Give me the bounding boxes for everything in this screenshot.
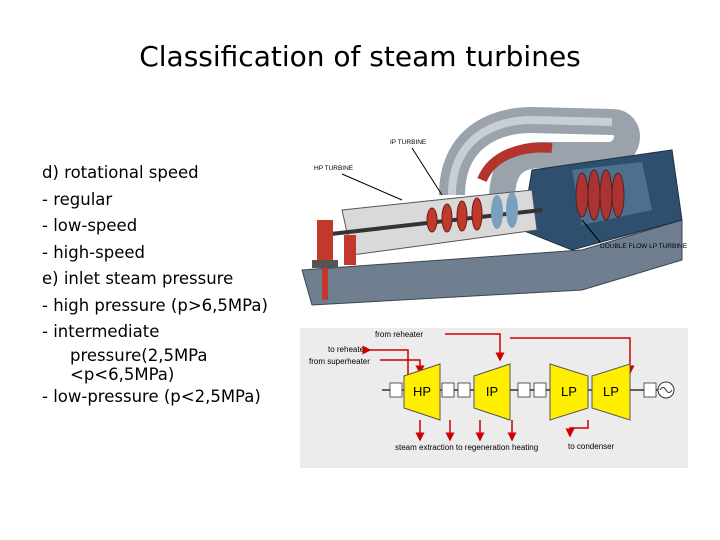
stage-label-lp: LP bbox=[561, 384, 577, 399]
bullet-list: d) rotational speed - regular - low-spee… bbox=[42, 160, 287, 410]
bullet-item: - high-speed bbox=[42, 242, 145, 262]
turbine-cutaway-image: IP TURBINE HP TURBINE DOUBLE FLOW LP TUR… bbox=[282, 100, 690, 312]
stage-label-lp: LP bbox=[603, 384, 619, 399]
bullet-item: e) inlet steam pressure bbox=[42, 269, 234, 288]
bullet-item: d) rotational speed bbox=[42, 163, 199, 182]
slide-title: Classification of steam turbines bbox=[139, 40, 581, 73]
bullet-item: - low-pressure (p<2,5MPa) bbox=[42, 386, 261, 406]
stage-label-hp: HP bbox=[413, 384, 431, 399]
bullet-item: - regular bbox=[42, 189, 113, 209]
bullet-item: - high pressure (p>6,5MPa) bbox=[42, 295, 268, 315]
hp-turbine-label: HP TURBINE bbox=[314, 165, 354, 172]
extraction-label: steam extraction to regeneration heating bbox=[395, 443, 538, 452]
turbine-schematic: from reheater to reheater from superheat… bbox=[300, 328, 688, 468]
bullet-item: - intermediate bbox=[42, 322, 160, 341]
bullet-item-continuation: pressure(2,5MPa <p<6,5MPa) bbox=[70, 345, 208, 384]
from-superheater-label: from superheater bbox=[309, 357, 370, 366]
to-reheater-label: to reheater bbox=[328, 345, 367, 354]
ip-turbine-label: IP TURBINE bbox=[390, 139, 427, 146]
to-condenser-label: to condenser bbox=[568, 442, 615, 451]
bullet-item: - low-speed bbox=[42, 216, 138, 235]
lp-turbine-label: DOUBLE FLOW LP TURBINE bbox=[600, 243, 688, 250]
from-reheater-label: from reheater bbox=[375, 330, 423, 339]
stage-label-ip: IP bbox=[486, 384, 498, 399]
